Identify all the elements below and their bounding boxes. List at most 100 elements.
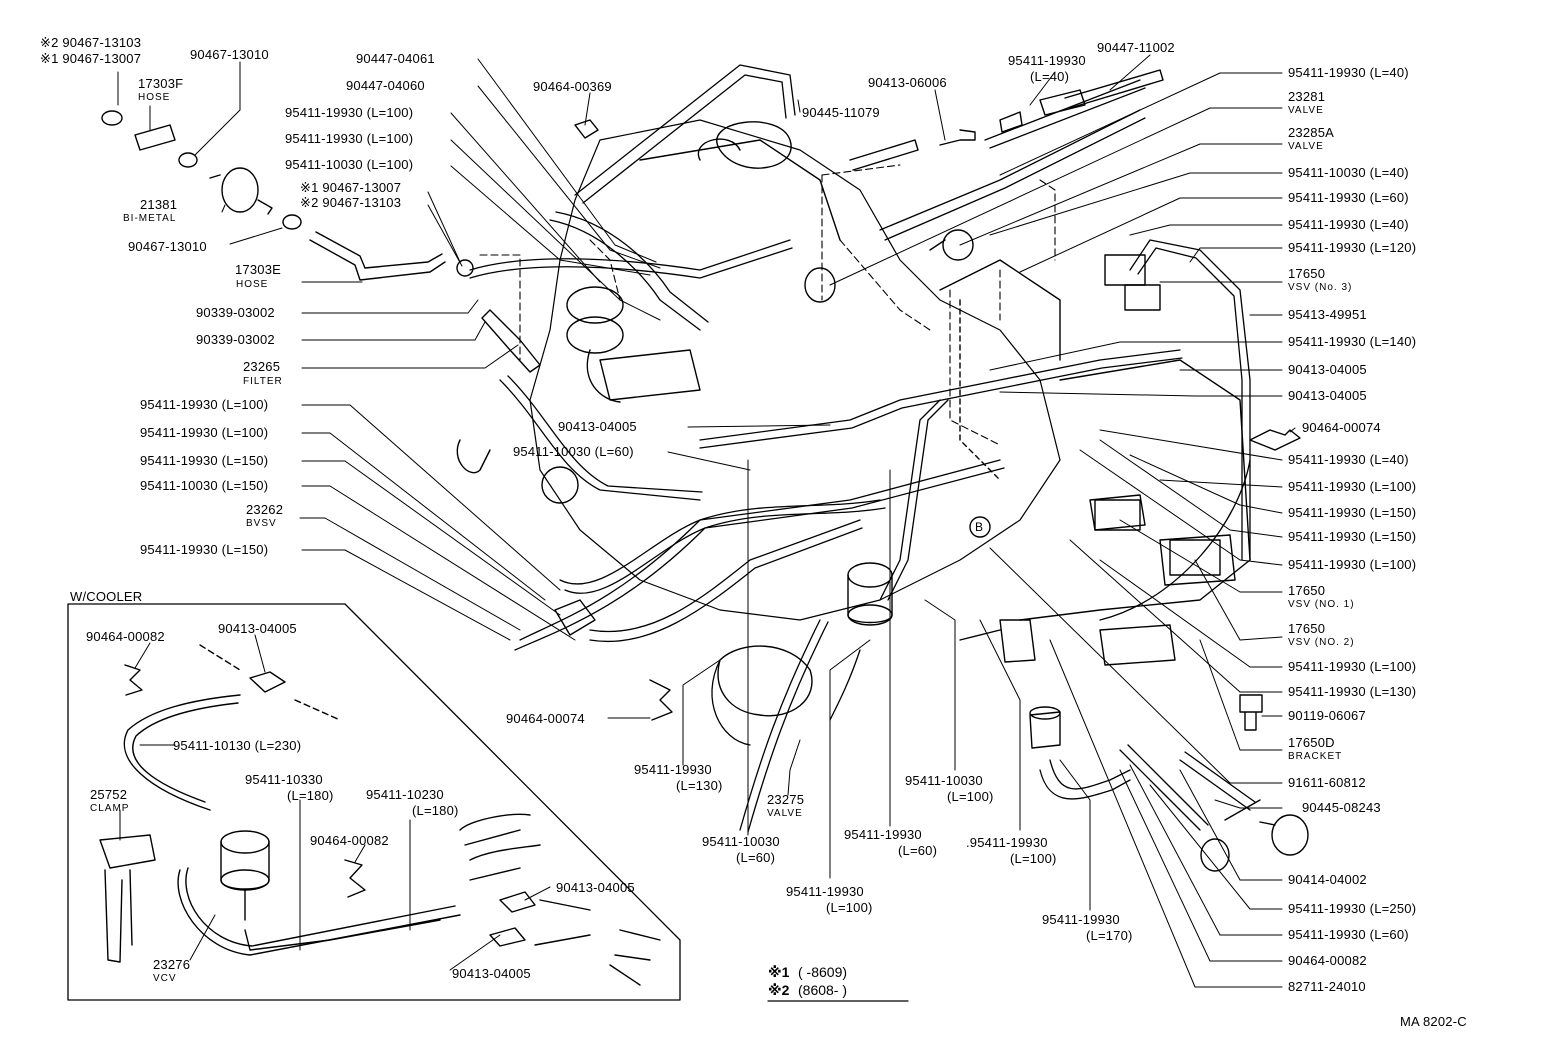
label-b2: 95411-19930 <box>634 762 712 777</box>
dashed-guides <box>479 164 1056 446</box>
label-l_r: 90464-00369 <box>533 79 612 94</box>
label-l_n-sub: HOSE <box>236 279 269 290</box>
label-r8-sub: VSV (No. 3) <box>1288 282 1353 293</box>
label-l_u2: (L=40) <box>1030 69 1070 84</box>
label-b8: .95411-19930 <box>966 835 1048 850</box>
legend-mark-1: ※1 <box>768 964 790 980</box>
label-r12: 90413-04005 <box>1288 388 1367 403</box>
label-l_f: 90467-13010 <box>128 239 207 254</box>
legend-range-2: (8608- ) <box>798 982 848 998</box>
label-l_i: 95411-19930 (L=100) <box>285 105 414 120</box>
label-b4b: (L=60) <box>736 850 776 865</box>
label-b6b: (L=60) <box>898 843 938 858</box>
label-r8: 17650 <box>1288 266 1326 281</box>
label-c8: 90413-04005 <box>556 880 635 895</box>
label-m5: 23262 <box>246 502 284 517</box>
label-r28: 95411-19930 (L=250) <box>1288 901 1417 916</box>
label-c10-sub: VCV <box>153 973 177 984</box>
label-l_o: 90339-03002 <box>196 305 275 320</box>
label-b9: 95411-19930 <box>1042 912 1120 927</box>
label-b8b: (L=100) <box>1010 851 1057 866</box>
label-b5: 95411-19930 <box>786 884 864 899</box>
inset-title: W/COOLER <box>70 589 143 604</box>
label-r29: 95411-19930 (L=60) <box>1288 927 1409 942</box>
label-l_d-sub: HOSE <box>138 92 171 103</box>
label-l_j: 95411-19930 (L=100) <box>285 131 414 146</box>
label-c6b: (L=180) <box>412 803 459 818</box>
label-c5b: (L=180) <box>287 788 334 803</box>
label-b7: 95411-10030 <box>905 773 983 788</box>
label-r1: 95411-19930 (L=40) <box>1288 65 1409 80</box>
label-r6: 95411-19930 (L=40) <box>1288 217 1409 232</box>
label-l_m: ※2 90467-13103 <box>300 195 402 210</box>
label-l_e-sub: BI-METAL <box>123 213 177 224</box>
label-r7: 95411-19930 (L=120) <box>1288 240 1417 255</box>
label-r19: 17650 <box>1288 583 1326 598</box>
label-b2b: (L=130) <box>676 778 723 793</box>
label-r11: 90413-04005 <box>1288 362 1367 377</box>
label-c1: 90464-00082 <box>86 629 165 644</box>
label-l_h: 90447-04060 <box>346 78 425 93</box>
label-c7: 90464-00082 <box>310 833 389 848</box>
label-r14: 95411-19930 (L=40) <box>1288 452 1409 467</box>
label-l_b: ※1 90467-13007 <box>40 51 142 66</box>
label-r10: 95411-19930 (L=140) <box>1288 334 1417 349</box>
label-b4: 95411-10030 <box>702 834 780 849</box>
label-r3-sub: VALVE <box>1288 141 1324 152</box>
label-b10: B <box>975 520 984 534</box>
label-r5: 95411-19930 (L=60) <box>1288 190 1409 205</box>
label-l_a: ※2 90467-13103 <box>40 35 142 50</box>
label-l_u: 95411-19930 <box>1008 53 1086 68</box>
label-c6: 95411-10230 <box>366 787 444 802</box>
label-m8: 95411-10030 (L=60) <box>513 444 634 459</box>
label-c9: 90413-04005 <box>452 966 531 981</box>
label-l_n: 17303E <box>235 262 282 277</box>
label-c2: 90413-04005 <box>218 621 297 636</box>
label-r23: 90119-06067 <box>1288 708 1366 723</box>
label-r31: 82711-24010 <box>1288 979 1366 994</box>
label-m3: 95411-19930 (L=150) <box>140 453 269 468</box>
label-r4: 95411-10030 (L=40) <box>1288 165 1409 180</box>
label-r21: 95411-19930 (L=100) <box>1288 659 1417 674</box>
label-r20: 17650 <box>1288 621 1326 636</box>
label-m5-sub: BVSV <box>246 518 277 529</box>
label-b7b: (L=100) <box>947 789 994 804</box>
label-l_g: 90447-04061 <box>356 51 435 66</box>
label-r9: 95413-49951 <box>1288 307 1367 322</box>
label-l_k: 95411-10030 (L=100) <box>285 157 414 172</box>
label-c10: 23276 <box>153 957 191 972</box>
label-r30: 90464-00082 <box>1288 953 1367 968</box>
label-l_d: 17303F <box>138 76 184 91</box>
label-r2: 23281 <box>1288 89 1326 104</box>
cooler-inset <box>67 603 681 1001</box>
label-r15: 95411-19930 (L=100) <box>1288 479 1417 494</box>
components <box>101 69 1309 872</box>
label-r26: 90445-08243 <box>1302 800 1381 815</box>
label-r24: 17650D <box>1288 735 1335 750</box>
label-r19-sub: VSV (NO. 1) <box>1288 599 1355 610</box>
legend-mark-2: ※2 <box>768 982 790 998</box>
label-l_s: 90445-11079 <box>802 105 880 120</box>
label-b5b: (L=100) <box>826 900 873 915</box>
label-l_e: 21381 <box>140 197 178 212</box>
label-l_p: 90339-03002 <box>196 332 275 347</box>
label-r17: 95411-19930 (L=150) <box>1288 529 1417 544</box>
label-b3-sub: VALVE <box>767 808 803 819</box>
label-m1: 95411-19930 (L=100) <box>140 397 269 412</box>
label-l_l: ※1 90467-13007 <box>300 180 402 195</box>
label-m7: 90413-04005 <box>558 419 637 434</box>
label-c4: 25752 <box>90 787 128 802</box>
label-r22: 95411-19930 (L=130) <box>1288 684 1417 699</box>
label-l_q: 23265 <box>243 359 281 374</box>
cooler-inset-leaders <box>119 634 551 971</box>
label-r27: 90414-04002 <box>1288 872 1367 887</box>
label-r18: 95411-19930 (L=100) <box>1288 557 1417 572</box>
legend-range-1: ( -8609) <box>798 964 848 980</box>
label-l_v: 90447-11002 <box>1097 40 1175 55</box>
label-m4: 95411-10030 (L=150) <box>140 478 269 493</box>
label-c4-sub: CLAMP <box>90 803 130 814</box>
label-m2: 95411-19930 (L=100) <box>140 425 269 440</box>
label-r20-sub: VSV (NO. 2) <box>1288 637 1355 648</box>
diagram-code: MA 8202-C <box>1400 1014 1467 1029</box>
